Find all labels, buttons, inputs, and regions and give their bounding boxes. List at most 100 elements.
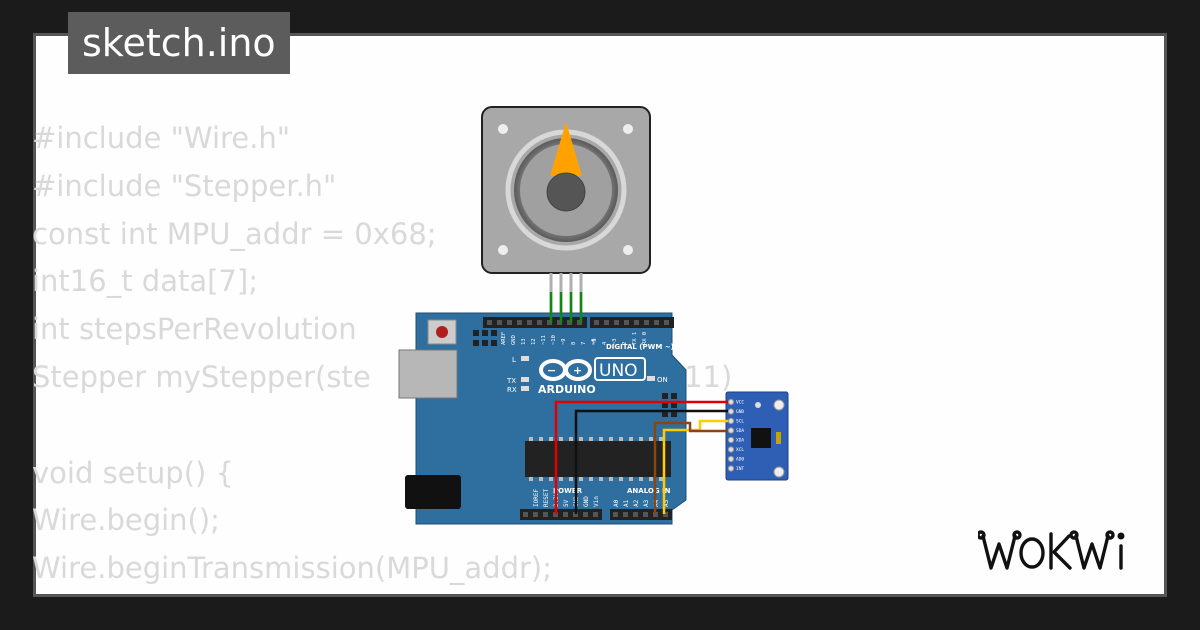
header-pin xyxy=(593,512,598,517)
usb-port xyxy=(398,349,458,399)
analog-header-label: ANALOG IN xyxy=(627,487,671,495)
wire-black-gnd xyxy=(574,409,728,514)
on-label: ON xyxy=(657,376,668,384)
wire-red-vcc xyxy=(554,400,728,514)
pin-label: RX 0 xyxy=(642,332,648,345)
pin-label: 8 xyxy=(571,342,577,345)
led-label-l: L xyxy=(512,356,516,364)
sensor-pin xyxy=(727,417,735,425)
arduino-logo-icon xyxy=(539,359,592,381)
pin-label: ~6 xyxy=(591,338,597,345)
pin-label: A3 xyxy=(643,499,650,507)
pin-label: 13 xyxy=(521,338,527,345)
header-pin xyxy=(487,320,492,325)
sensor-pin-label: SCL xyxy=(736,419,744,425)
pin-label: 2 xyxy=(622,342,628,345)
led-label-rx: RX xyxy=(507,386,517,394)
header-pin xyxy=(497,320,502,325)
header-pin xyxy=(634,320,639,325)
header-pin xyxy=(654,320,659,325)
header-pin xyxy=(567,320,572,325)
pin-label: ~9 xyxy=(561,338,567,345)
header-pin xyxy=(523,512,528,517)
pin-label: GND xyxy=(511,335,517,345)
header-pin xyxy=(553,512,558,517)
sensor-pin xyxy=(727,455,735,463)
svg-text:+: + xyxy=(573,364,582,377)
sensor-pin xyxy=(727,398,735,406)
header-pin xyxy=(633,512,638,517)
led-label-tx: TX xyxy=(506,377,516,385)
sensor-pin-label: GND xyxy=(736,409,744,415)
sensor-pin-label: SDA xyxy=(736,428,744,434)
header-pin xyxy=(507,320,512,325)
header-pin xyxy=(563,512,568,517)
header-pin xyxy=(644,320,649,325)
board-model-label: UNO xyxy=(599,361,638,381)
header-pin xyxy=(604,320,609,325)
sensor-pin-label: XDA xyxy=(736,438,744,444)
pin-label: A0 xyxy=(613,499,620,507)
pin-label: Vin xyxy=(593,496,600,507)
pin-label: IOREF xyxy=(533,489,540,507)
atmega-chip xyxy=(525,441,671,477)
pin-label: ~5 xyxy=(592,338,598,345)
header-pin xyxy=(594,320,599,325)
pin-label: ~11 xyxy=(541,335,547,345)
header-pin xyxy=(537,320,542,325)
header-pin xyxy=(643,512,648,517)
motor-needle xyxy=(550,122,582,176)
board-brand-label: ARDUINO xyxy=(538,383,596,396)
sensor-pin-label: VCC xyxy=(736,400,744,406)
stepper-motor[interactable] xyxy=(481,106,651,323)
pin-label: RESET xyxy=(543,489,550,507)
sensor-pin xyxy=(727,446,735,453)
sketch-title-tab[interactable]: sketch.ino xyxy=(68,12,290,74)
header-pin xyxy=(664,320,669,325)
header-pin xyxy=(573,512,578,517)
header-pin xyxy=(623,512,628,517)
pin-label: A2 xyxy=(633,499,640,507)
header-pin xyxy=(517,320,522,325)
header-pin xyxy=(543,512,548,517)
pin-label: 4 xyxy=(602,341,608,345)
wokwi-logo xyxy=(978,530,1125,570)
sensor-pin xyxy=(727,465,735,472)
sensor-pin-label: AD0 xyxy=(736,457,744,463)
arduino-uno-board[interactable]: AREF GND 13 12 ~11 ~10 ~9 8 7 ~6~5 4 ~3 2 TX 1 RX 0 DI… xyxy=(398,312,687,525)
header-pin xyxy=(583,512,588,517)
power-jack xyxy=(405,475,461,509)
header-pin xyxy=(624,320,629,325)
sensor-pin-label: XCL xyxy=(736,447,744,453)
pin-label: AREF xyxy=(501,332,507,345)
header-pin xyxy=(557,320,562,325)
pin-label: TX 1 xyxy=(632,332,638,345)
pin-label: GND xyxy=(583,496,590,507)
power-header-label: POWER xyxy=(553,487,583,495)
digital-header-label: DIGITAL (PWM ~) xyxy=(606,343,674,351)
sensor-pin xyxy=(727,408,735,415)
header-pin xyxy=(547,320,552,325)
header-pin xyxy=(663,512,668,517)
header-pin xyxy=(614,320,619,325)
pin-label: 5V xyxy=(563,499,570,507)
pin-label: 12 xyxy=(531,338,537,345)
svg-text:−: − xyxy=(547,364,556,377)
sensor-pin xyxy=(727,436,735,444)
pin-label: A5 xyxy=(663,499,670,507)
sensor-pin-label: INT xyxy=(736,466,744,472)
pin-label: ~3 xyxy=(612,338,618,345)
wires xyxy=(549,292,728,514)
sensor-pin xyxy=(727,427,735,434)
header-pin xyxy=(533,512,538,517)
pin-label: A4 xyxy=(653,499,660,507)
wire-brown-sda xyxy=(653,421,728,514)
header-pin xyxy=(653,512,658,517)
pin-label: ~10 xyxy=(551,335,557,345)
pin-label: A1 xyxy=(623,499,630,507)
pin-label: 7 xyxy=(581,342,587,345)
header-pin xyxy=(577,320,582,325)
header-pin xyxy=(527,320,532,325)
